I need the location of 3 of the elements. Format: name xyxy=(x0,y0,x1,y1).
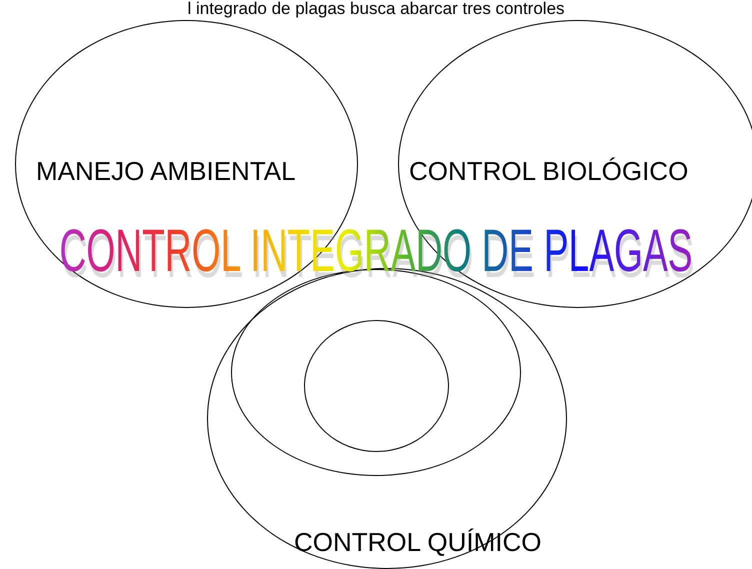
empty-ellipse xyxy=(304,320,449,452)
node-label: MANEJO AMBIENTAL xyxy=(36,156,296,187)
node-label: CONTROL BIOLÓGICO xyxy=(409,156,688,187)
